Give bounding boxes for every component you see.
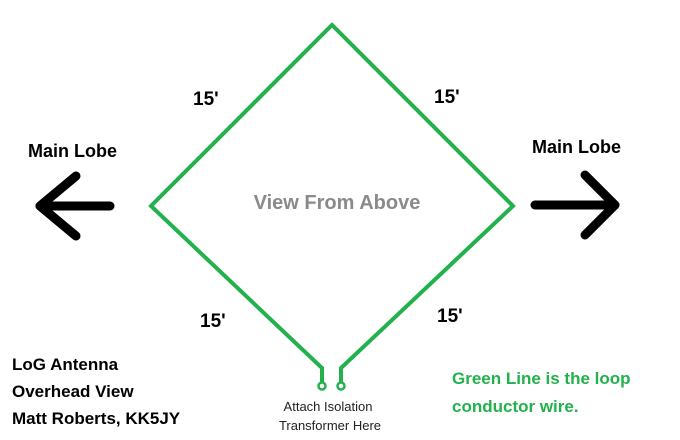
arrow-right-icon [530,170,620,240]
transformer-note-line2: Transformer Here [279,418,381,433]
side-length-top-left: 15' [193,89,219,110]
side-length-bottom-left: 15' [200,311,226,332]
main-lobe-right-label: Main Lobe [532,137,621,157]
loop-conductor-wire [148,22,516,382]
caption-line1: LoG Antenna [12,355,119,374]
view-label: View From Above [254,192,421,214]
arrow-left-icon [35,171,115,241]
legend-note-line2: conductor wire. [452,397,579,416]
feed-terminal-right [336,381,346,391]
main-lobe-left-label: Main Lobe [28,141,117,161]
legend-note-line1: Green Line is the loop [452,369,631,388]
feed-terminal-left [317,381,327,391]
side-length-bottom-right: 15' [437,306,463,327]
transformer-note-line1: Attach Isolation [284,399,373,414]
side-length-top-right: 15' [434,87,460,108]
caption-line3: Matt Roberts, KK5JY [12,409,181,428]
caption-line2: Overhead View [12,382,134,401]
